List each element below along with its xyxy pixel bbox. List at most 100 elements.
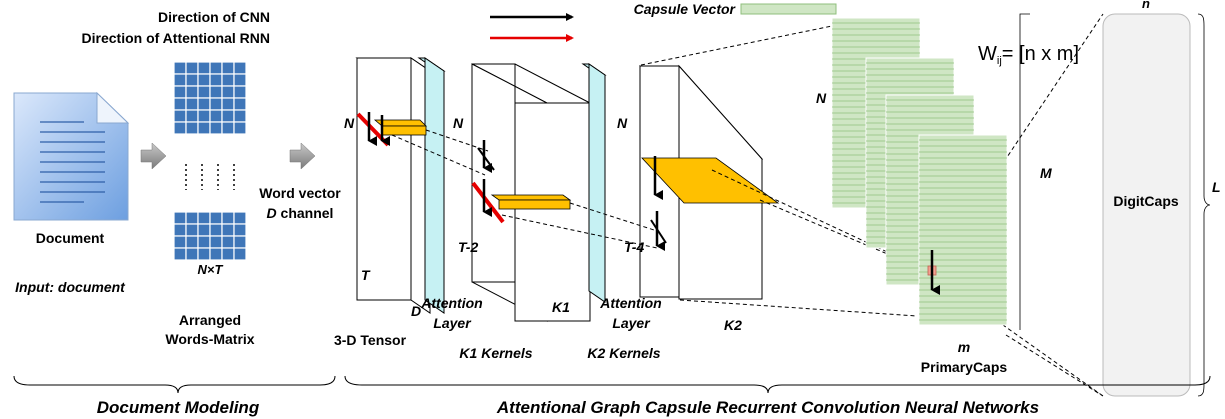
- matrix-cell: [233, 223, 247, 237]
- matrix-cell: [209, 211, 223, 225]
- tensor-d-label: D: [411, 303, 421, 319]
- matrix-cell: [221, 85, 235, 99]
- matrix-cell: [173, 121, 187, 135]
- kernel-3: [641, 157, 780, 204]
- attention-layer-1: [424, 57, 445, 314]
- cnn-arrow-3c: [650, 219, 667, 244]
- block2-t-label: T-4: [624, 239, 644, 255]
- document-icon: [13, 91, 130, 221]
- matrix-dim-label: N×T: [198, 262, 224, 277]
- digit-n-label: n: [1142, 0, 1150, 11]
- primary-n-label: N: [816, 90, 827, 106]
- attention2-n-label: N: [617, 115, 628, 131]
- matrix-cell: [221, 223, 235, 237]
- matrix-cell: [197, 247, 211, 261]
- input-label: Input: document: [15, 279, 126, 295]
- kernel-2-front: [498, 199, 571, 210]
- matrix-cell: [185, 235, 199, 249]
- block1-caption: K1 Kernels: [459, 345, 532, 361]
- matrix-cell: [209, 97, 223, 111]
- flow-arrow-1: [140, 142, 167, 170]
- matrix-cell: [185, 73, 199, 87]
- matrix-cell: [197, 109, 211, 123]
- matrix-cell: [221, 109, 235, 123]
- matrix-cell: [185, 85, 199, 99]
- attention2-label-1: Attention: [599, 295, 661, 311]
- matrix-cell: [185, 121, 199, 135]
- wordvec-label-2: D channel: [267, 205, 334, 221]
- tensor-n-label: N: [344, 115, 355, 131]
- flow-arrow-2: [289, 142, 316, 170]
- matrix-cell: [173, 223, 187, 237]
- document-label: Document: [36, 230, 105, 246]
- l-brace: [1197, 13, 1211, 397]
- matrix-cell: [197, 61, 211, 75]
- attention-layer-2: [588, 63, 606, 303]
- matrix-cell: [221, 97, 235, 111]
- matrix-cell: [173, 85, 187, 99]
- matrix-cell: [173, 247, 187, 261]
- matrix-caption-2: Words-Matrix: [165, 331, 254, 347]
- matrix-cell: [233, 211, 247, 225]
- matrix-cell: [197, 223, 211, 237]
- matrix-cell: [197, 97, 211, 111]
- bottom-right-caption: Attentional Graph Capsule Recurrent Conv…: [496, 398, 1039, 417]
- primary-m-label: m: [958, 339, 970, 355]
- brace-document-modeling: [13, 375, 336, 394]
- digit-caps: [1102, 13, 1191, 397]
- words-matrix-bottom: [173, 211, 247, 261]
- weight-subscript: ij: [997, 55, 1002, 67]
- matrix-cell: [221, 121, 235, 135]
- tensor-t-label: T: [361, 267, 371, 283]
- matrix-cell: [209, 85, 223, 99]
- matrix-cell: [209, 223, 223, 237]
- attention1-label-1: Attention: [420, 295, 482, 311]
- matrix-cell: [209, 109, 223, 123]
- wordvec-label-1: Word vector: [259, 185, 341, 201]
- brace-capsule-network: [344, 375, 1211, 394]
- m-bracket: [1019, 13, 1030, 330]
- bottom-left-caption: Document Modeling: [97, 398, 260, 417]
- matrix-cell: [233, 235, 247, 249]
- matrix-cell: [173, 235, 187, 249]
- matrix-cell: [221, 211, 235, 225]
- matrix-cell: [185, 61, 199, 75]
- wordvec-d: D: [267, 205, 277, 221]
- matrix-cell: [197, 211, 211, 225]
- matrix-cell: [197, 73, 211, 87]
- kernel-2-top: [490, 194, 572, 201]
- matrix-cell: [209, 247, 223, 261]
- primary-caps: [831, 17, 1008, 326]
- tensor-3d: [355, 57, 446, 314]
- matrix-cell: [185, 109, 199, 123]
- primary-M-label: M: [1040, 165, 1052, 181]
- block1-t-label: T-2: [458, 239, 478, 255]
- matrix-ellipsis: [185, 164, 235, 190]
- matrix-cell: [233, 97, 247, 111]
- block2-k-label: K2: [724, 317, 742, 333]
- matrix-cell: [209, 121, 223, 135]
- matrix-cell: [233, 109, 247, 123]
- matrix-cell: [197, 235, 211, 249]
- attention1-n-label: N: [453, 115, 464, 131]
- matrix-cell: [185, 247, 199, 261]
- matrix-cell: [233, 247, 247, 261]
- legend-cnn-label: Direction of CNN: [158, 9, 270, 25]
- matrix-cell: [221, 247, 235, 261]
- tensor-caption: 3-D Tensor: [334, 332, 407, 348]
- matrix-cell: [185, 97, 199, 111]
- weight-formula: Wij= [n x m]: [978, 43, 1079, 67]
- conv-block-k2: [638, 64, 764, 300]
- conv-block-k1: [471, 63, 607, 322]
- legend-capsule-label: Capsule Vector: [634, 1, 737, 17]
- matrix-cell: [233, 61, 247, 75]
- matrix-cell: [221, 73, 235, 87]
- matrix-cell: [173, 73, 187, 87]
- attention2-label-2: Layer: [612, 315, 651, 331]
- matrix-cell: [233, 121, 247, 135]
- matrix-cell: [185, 211, 199, 225]
- matrix-cell: [173, 97, 187, 111]
- matrix-cell: [197, 85, 211, 99]
- matrix-cell: [209, 73, 223, 87]
